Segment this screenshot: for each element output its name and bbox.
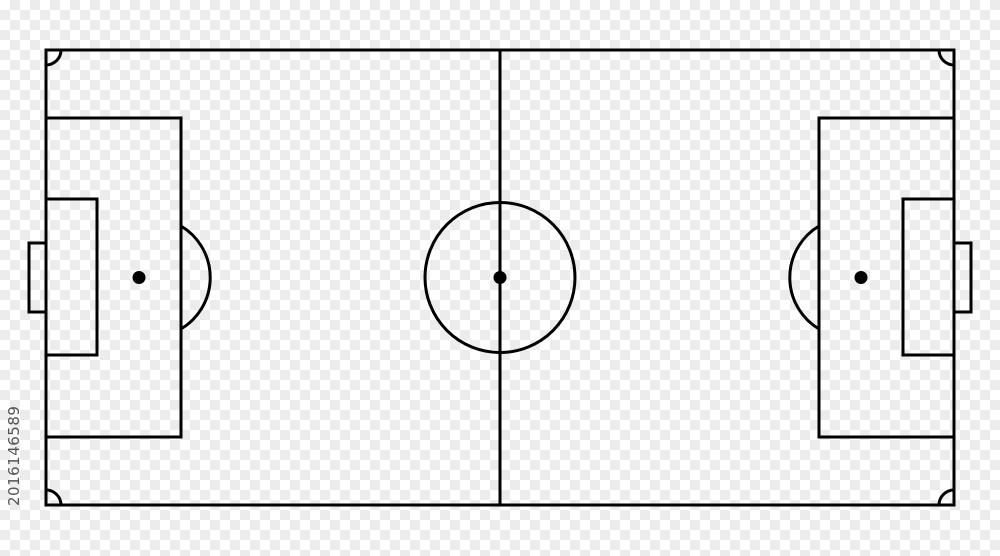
left-goal [27, 241, 48, 314]
left-penalty-arc [180, 224, 212, 331]
corner-arc-top-left [45, 49, 63, 67]
corner-arc-bottom-left [45, 488, 63, 506]
center-circle [423, 201, 577, 354]
right-penalty-spot [854, 271, 868, 284]
right-goal [952, 241, 973, 314]
left-penalty-area [44, 116, 183, 439]
corner-arc-bottom-right [937, 488, 955, 506]
left-penalty-spot [132, 271, 146, 284]
stock-id-watermark: 2016146589 [5, 405, 23, 506]
right-penalty-arc [788, 224, 820, 331]
right-penalty-area [817, 116, 956, 439]
left-goal-area [44, 197, 99, 357]
center-spot [493, 271, 507, 284]
corner-arc-top-right [937, 49, 955, 67]
right-goal-area [901, 197, 956, 357]
